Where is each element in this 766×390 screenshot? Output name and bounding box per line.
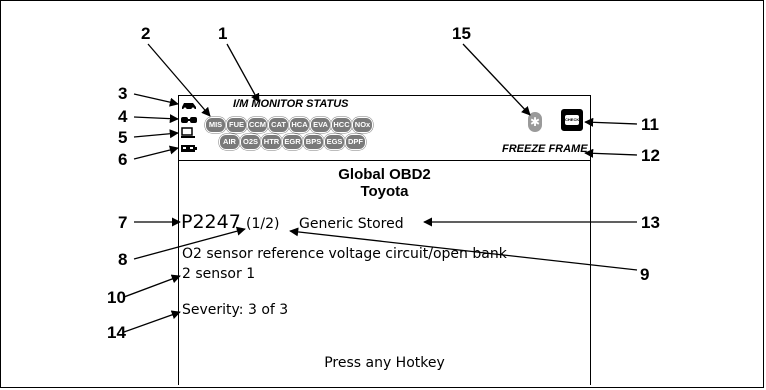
monitor-pill-fue: FUE: [226, 117, 247, 133]
callout-7: 7: [118, 213, 128, 232]
monitor-status-title: I/M MONITOR STATUS: [233, 98, 349, 110]
check-engine-icon: CHECK: [561, 109, 583, 131]
callout-5: 5: [118, 128, 128, 147]
dtc-type: Generic Stored: [299, 216, 404, 232]
monitor-pill-eva: EVA: [310, 117, 331, 133]
dtc-definition-line2: 2 sensor 1: [182, 266, 256, 282]
callout-1: 1: [218, 24, 228, 43]
dtc-definition-line1: O2 sensor reference voltage circuit/open…: [182, 246, 507, 262]
hotkey-hint: Press any Hotkey: [324, 355, 445, 371]
status-divider: [178, 160, 591, 161]
monitor-pill-hcc: HCC: [331, 117, 352, 133]
severity-label: Severity: 3 of 3: [182, 302, 289, 318]
monitor-pill-htr: HTR: [261, 134, 282, 150]
callout-12: 12: [641, 146, 660, 165]
callout-3: 3: [118, 84, 128, 103]
monitor-pill-egr: EGR: [282, 134, 303, 150]
dtc-count: (1/2): [246, 216, 280, 232]
freeze-frame-label: FREEZE FRAME: [502, 143, 588, 155]
callout-13: 13: [641, 213, 660, 232]
callout-11: 11: [641, 115, 659, 134]
callout-8: 8: [118, 250, 128, 269]
monitor-pill-ccm: CCM: [247, 117, 268, 133]
dtc-code: P2247: [181, 211, 241, 233]
monitor-pill-dpf: DPF: [345, 134, 366, 150]
screen-top-border: [178, 95, 591, 96]
monitor-pill-cat: CAT: [268, 117, 289, 133]
monitor-pill-bps: BPS: [303, 134, 324, 150]
link-icon: [181, 117, 197, 123]
battery-icon: [181, 145, 197, 152]
callout-4: 4: [118, 107, 128, 126]
monitor-pill-o2s: O2S: [240, 134, 261, 150]
callout-14: 14: [107, 323, 126, 342]
computer-icon: [181, 127, 195, 138]
protocol-label: Global OBD2: [338, 166, 431, 183]
monitor-pill-mis: MIS: [205, 117, 226, 133]
monitor-pill-nox: NOx: [352, 117, 373, 133]
monitor-pill-egs: EGS: [324, 134, 345, 150]
callout-9: 9: [640, 265, 650, 284]
monitor-pill-air: AIR: [219, 134, 240, 150]
callout-10: 10: [107, 288, 126, 307]
callout-6: 6: [118, 150, 128, 169]
monitor-pill-hca: HCA: [289, 117, 310, 133]
make-label: Toyota: [360, 183, 409, 200]
callout-15: 15: [452, 24, 471, 43]
vehicle-icon: [182, 103, 196, 110]
bluetooth-icon: ✱: [528, 112, 542, 132]
device-screen: [178, 95, 591, 385]
callout-2: 2: [141, 24, 151, 43]
